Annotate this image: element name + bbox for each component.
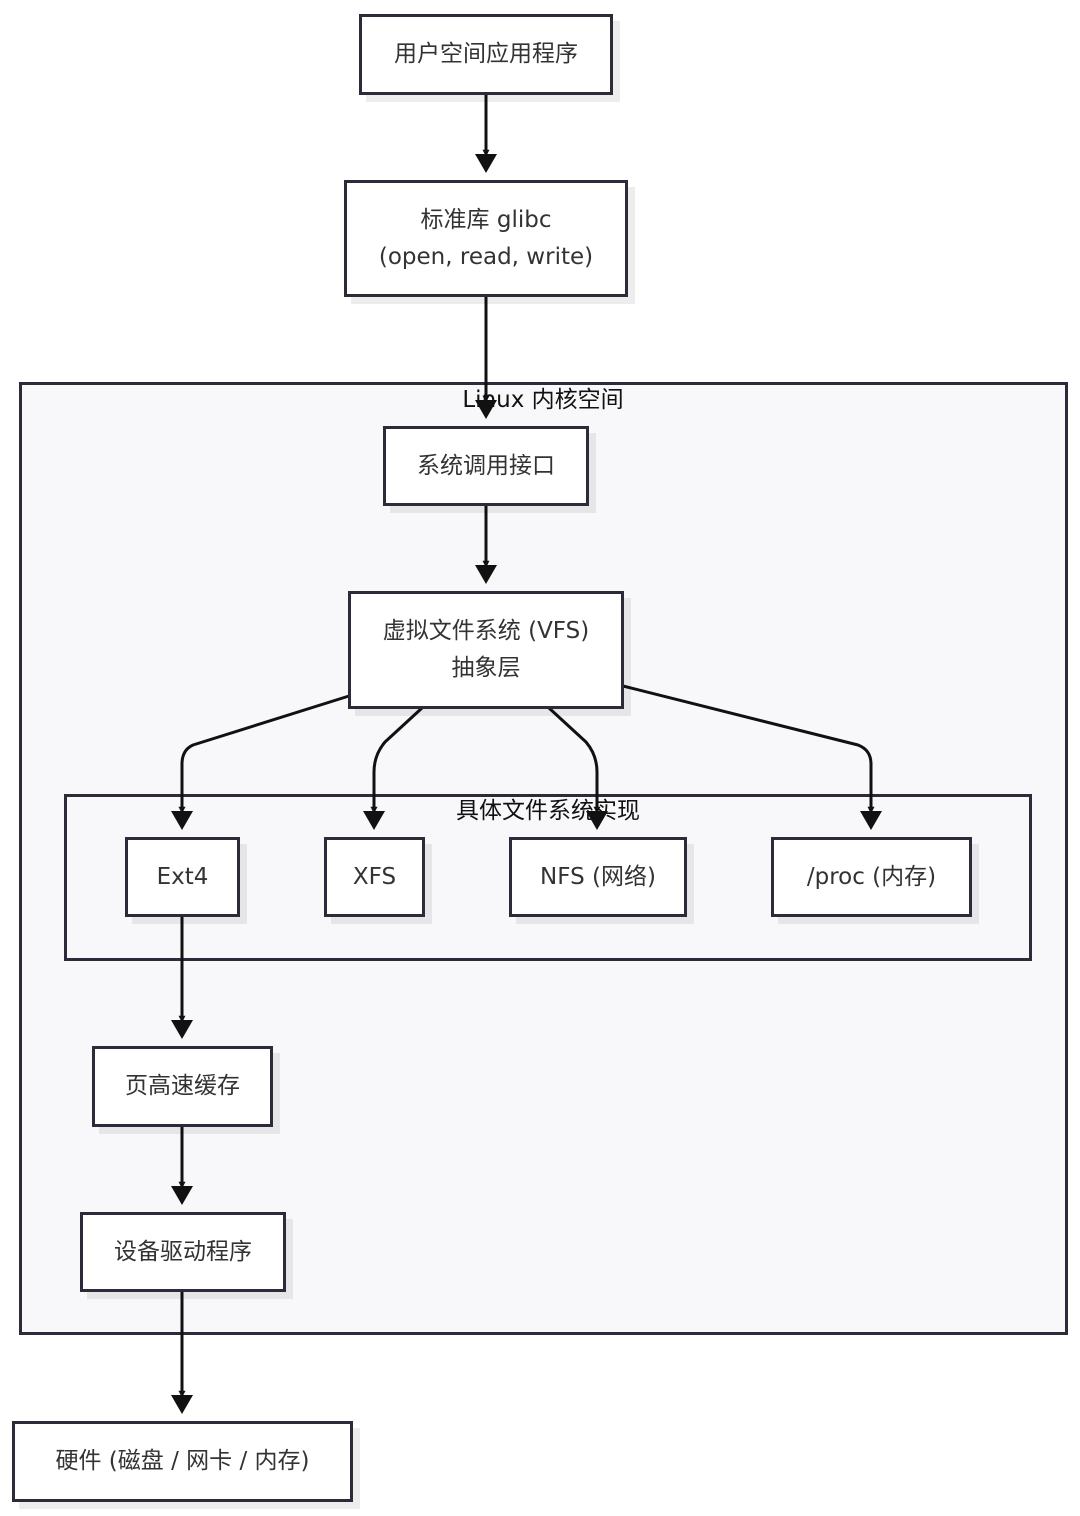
node-ext4: Ext4: [125, 837, 240, 917]
node-nfs: NFS (网络): [509, 837, 687, 917]
node-device-driver: 设备驱动程序: [80, 1212, 286, 1292]
node-vfs-sublabel: 抽象层: [451, 655, 521, 681]
node-proc-label: /proc (内存): [806, 863, 937, 890]
node-glibc: 标准库 glibc (open, read, write): [344, 180, 628, 297]
node-device-driver-label: 设备驱动程序: [114, 1238, 252, 1265]
node-user-space-application-label: 用户空间应用程序: [394, 41, 578, 67]
node-syscall-interface-label: 系统调用接口: [417, 452, 555, 479]
cluster-kernel-space-label: Linux 内核空间: [462, 387, 624, 413]
node-syscall-interface: 系统调用接口: [383, 426, 589, 506]
cluster-fs-implementations-label: 具体文件系统实现: [456, 798, 640, 824]
node-xfs: XFS: [324, 837, 425, 917]
node-nfs-label: NFS (网络): [540, 863, 656, 890]
node-page-cache-label: 页高速缓存: [125, 1073, 240, 1099]
node-xfs-label: XFS: [352, 863, 397, 890]
node-glibc-label: 标准库 glibc: [420, 206, 552, 233]
node-glibc-sublabel: (open, read, write): [378, 243, 594, 270]
node-user-space-application: 用户空间应用程序: [359, 14, 613, 95]
node-vfs: 虚拟文件系统 (VFS) 抽象层: [348, 591, 624, 709]
node-ext4-label: Ext4: [156, 863, 209, 890]
node-proc: /proc (内存): [771, 837, 972, 917]
node-hardware: 硬件 (磁盘 / 网卡 / 内存): [12, 1421, 353, 1502]
node-page-cache: 页高速缓存: [92, 1046, 273, 1127]
node-hardware-label: 硬件 (磁盘 / 网卡 / 内存): [55, 1448, 310, 1474]
node-vfs-label: 虚拟文件系统 (VFS): [382, 618, 590, 644]
